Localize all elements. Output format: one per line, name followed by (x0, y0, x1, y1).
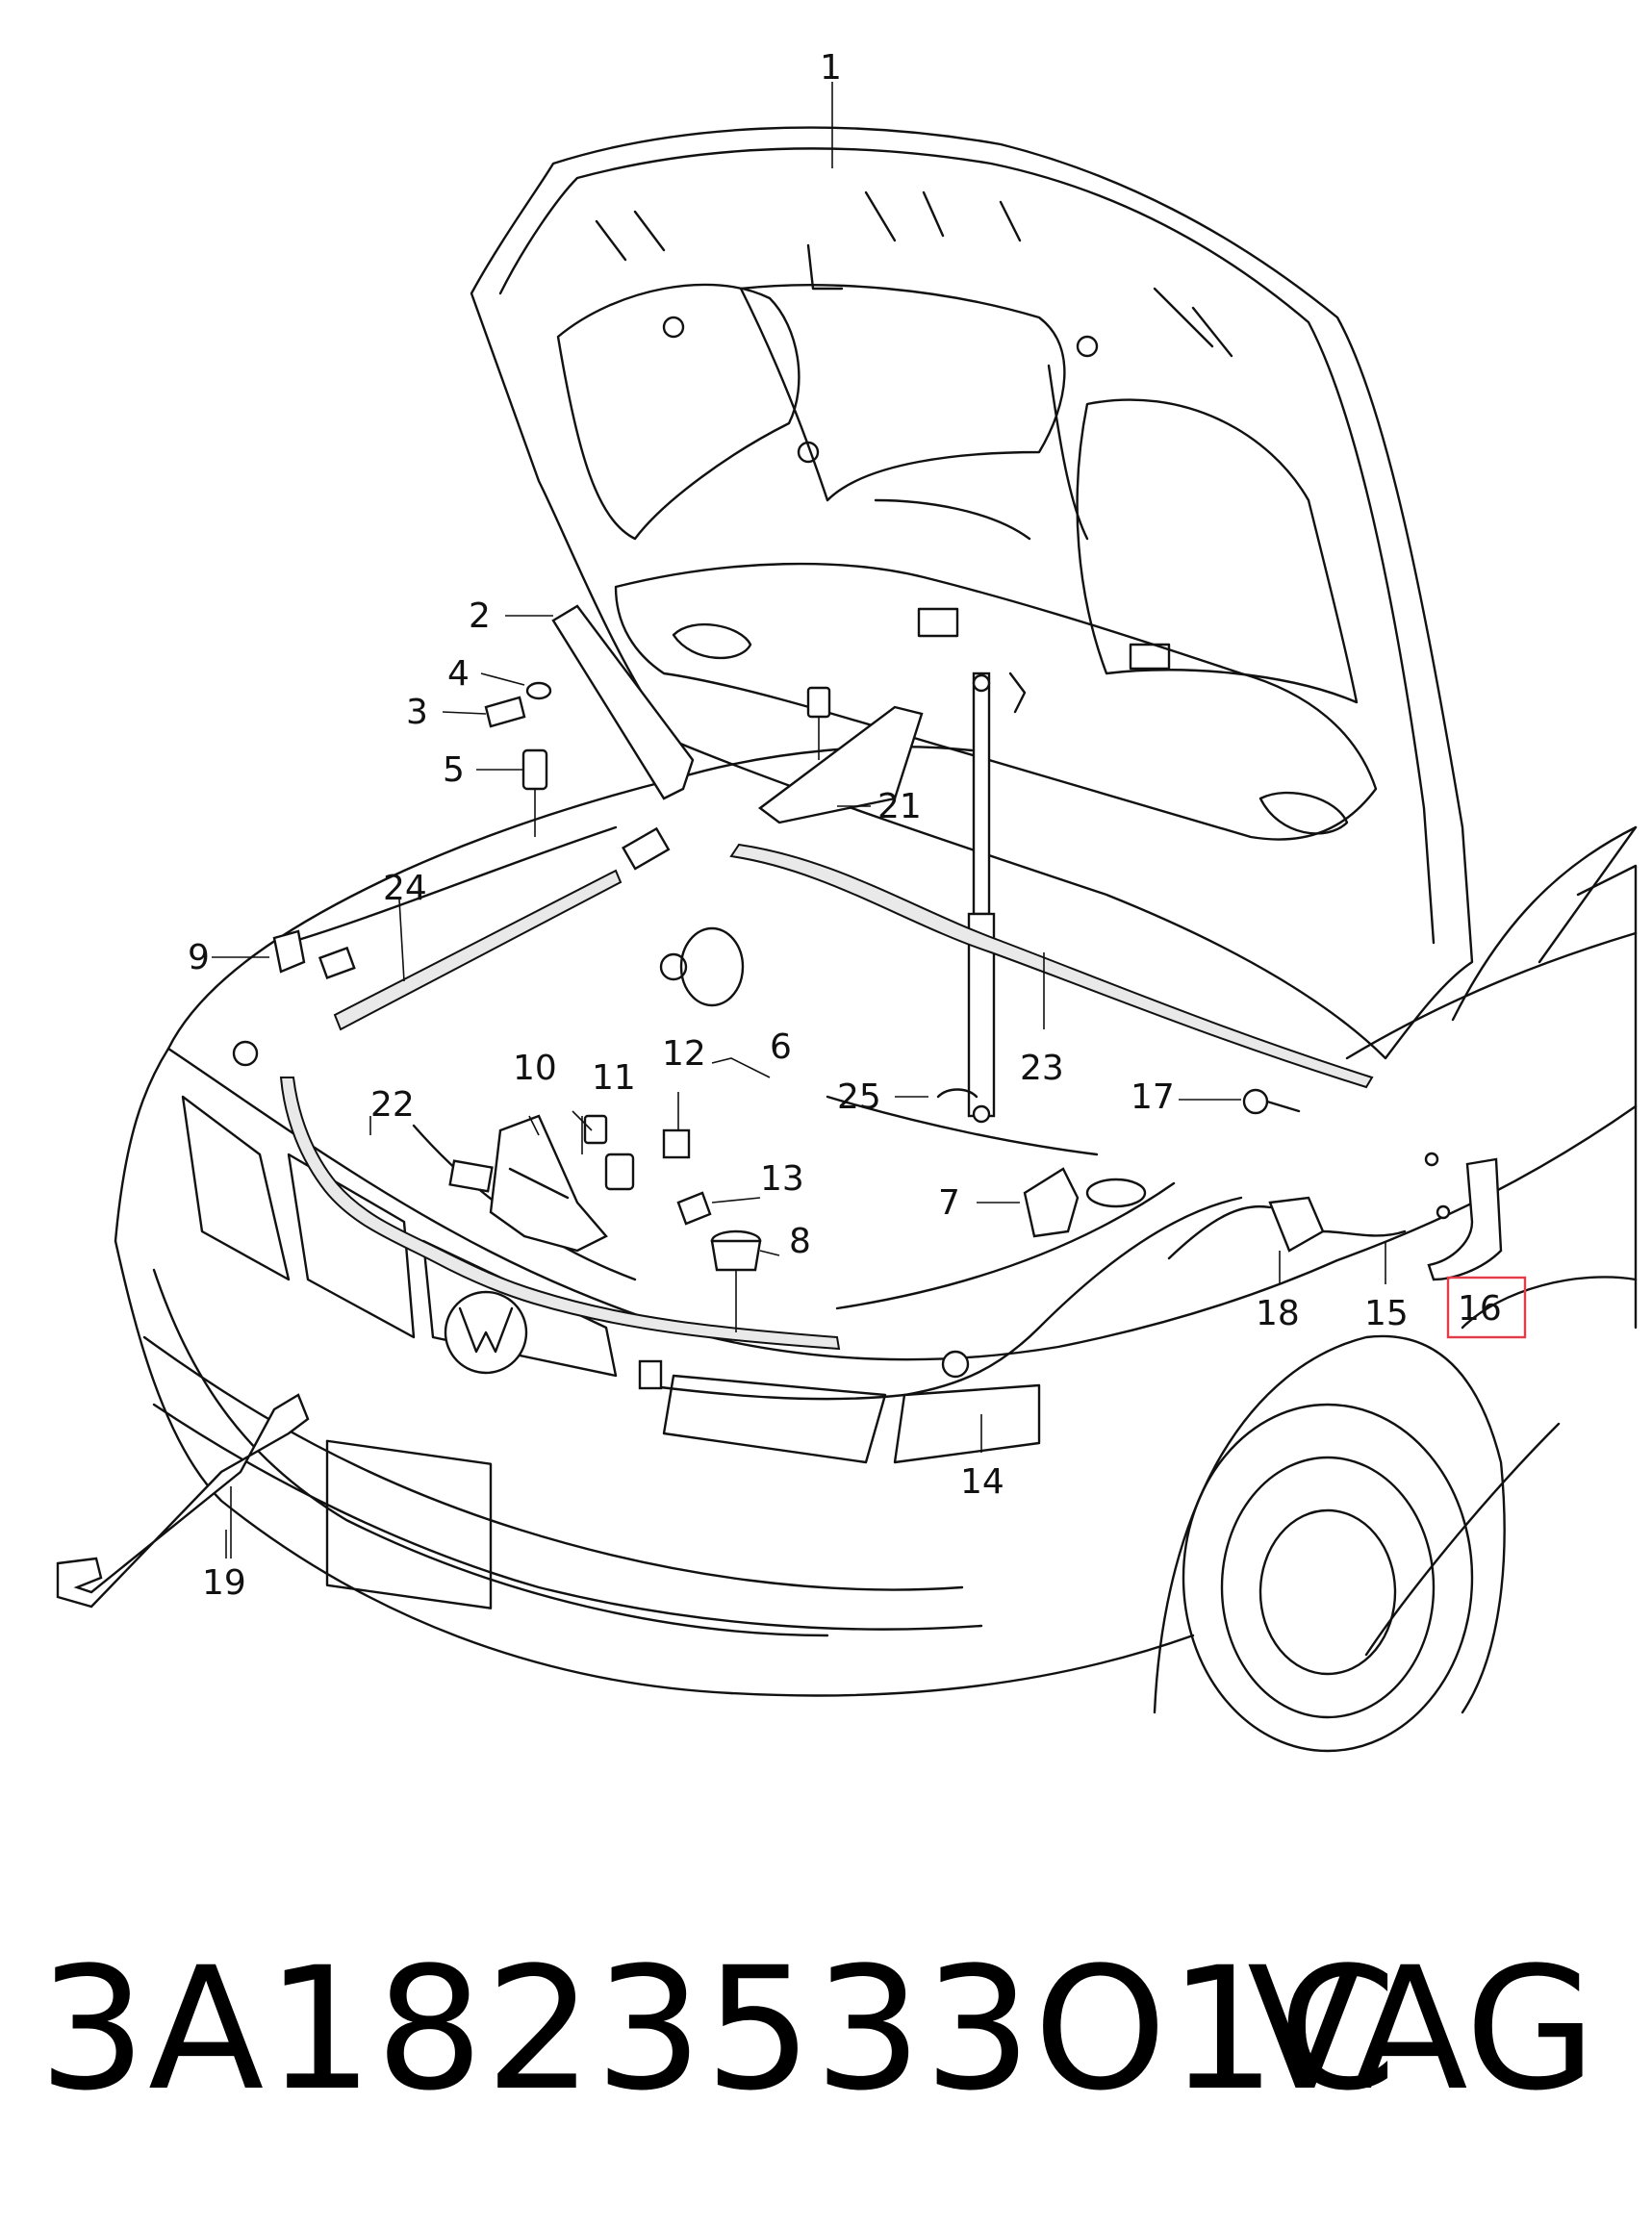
label-1: 1 (820, 48, 842, 88)
label-18: 18 (1256, 1294, 1300, 1333)
label-22: 22 (370, 1085, 415, 1125)
gas-strut (967, 672, 1027, 1124)
label-24: 24 (383, 869, 427, 908)
seal-strips (279, 843, 1374, 1351)
parts-diagram: 1 2 3 4 5 6 7 8 9 10 11 12 13 14 15 16 1… (56, 48, 1638, 1753)
label-5: 5 (443, 750, 465, 790)
label-10: 10 (513, 1049, 557, 1088)
label-14: 14 (960, 1462, 1004, 1502)
label-6: 6 (770, 1027, 792, 1067)
label-3: 3 (406, 693, 428, 732)
label-12: 12 (662, 1034, 706, 1074)
part-number: 3A1823533O1C (38, 1931, 1399, 2128)
label-2: 2 (469, 596, 491, 636)
label-21: 21 (877, 787, 922, 826)
label-7: 7 (938, 1183, 960, 1223)
label-9: 9 (188, 938, 210, 977)
callout-labels: 1 2 3 4 5 6 7 8 9 10 11 12 13 14 15 16 1… (188, 48, 1527, 1603)
label-4: 4 (447, 654, 470, 694)
label-23: 23 (1020, 1049, 1064, 1088)
parts (56, 604, 1503, 1609)
label-16-highlight-box (1446, 1276, 1527, 1339)
car-body (114, 746, 1638, 1753)
label-11: 11 (592, 1058, 636, 1098)
label-16: 16 (1458, 1289, 1502, 1329)
label-25: 25 (837, 1077, 881, 1117)
footer: 3A1823533O1C VAG (0, 1914, 1652, 2145)
hood (470, 126, 1474, 1060)
label-19: 19 (202, 1563, 246, 1603)
label-17: 17 (1131, 1077, 1175, 1117)
leader-lines (212, 82, 1386, 1558)
label-15: 15 (1364, 1294, 1409, 1333)
label-8: 8 (789, 1222, 811, 1261)
brand-label: VAG (1247, 1931, 1596, 2128)
label-13: 13 (760, 1159, 804, 1199)
